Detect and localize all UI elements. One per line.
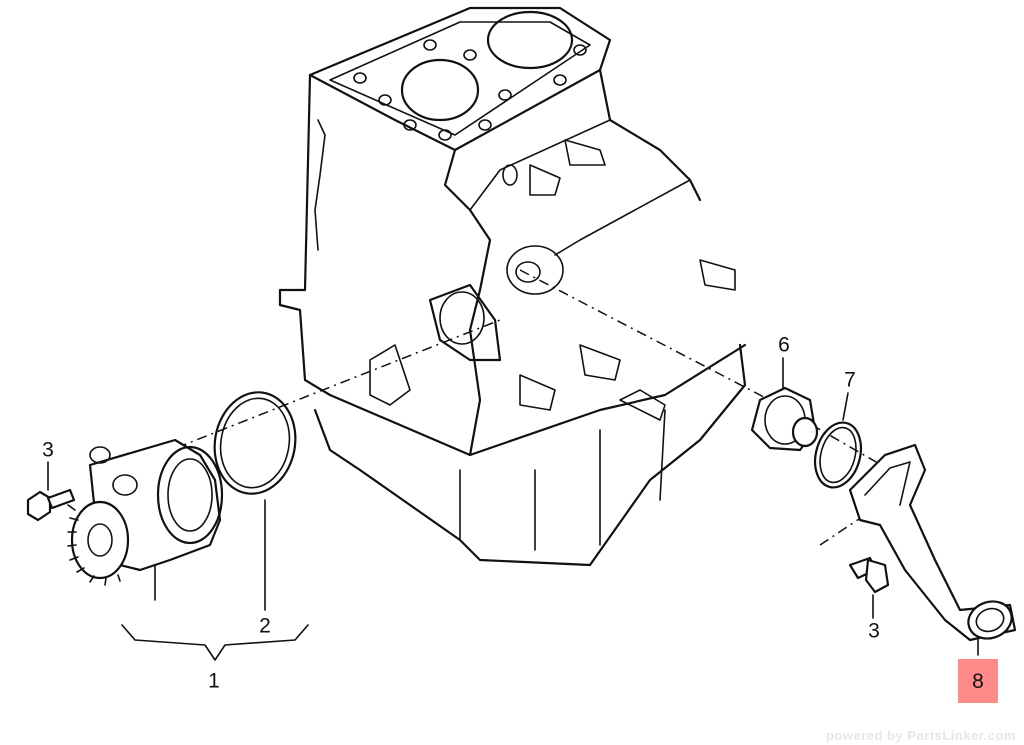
bolt-left xyxy=(26,461,76,522)
o-ring xyxy=(813,392,863,489)
callout-1[interactable]: 1 xyxy=(208,669,220,693)
callout-8-highlighted[interactable]: 8 xyxy=(958,659,998,703)
callout-3-left[interactable]: 3 xyxy=(42,438,54,462)
assembly-bracket xyxy=(121,624,309,661)
coolant-flange xyxy=(848,443,1017,656)
watermark: powered by PartsLinker.com xyxy=(825,728,1016,743)
callout-6[interactable]: 6 xyxy=(778,333,790,357)
bolt-right xyxy=(848,556,890,619)
callout-3-right[interactable]: 3 xyxy=(868,619,880,643)
engine-block xyxy=(278,6,747,567)
water-pump xyxy=(67,438,224,601)
thermostat xyxy=(750,357,819,452)
pump-gasket xyxy=(213,391,297,611)
callout-2[interactable]: 2 xyxy=(259,614,271,638)
callout-7[interactable]: 7 xyxy=(844,368,856,392)
